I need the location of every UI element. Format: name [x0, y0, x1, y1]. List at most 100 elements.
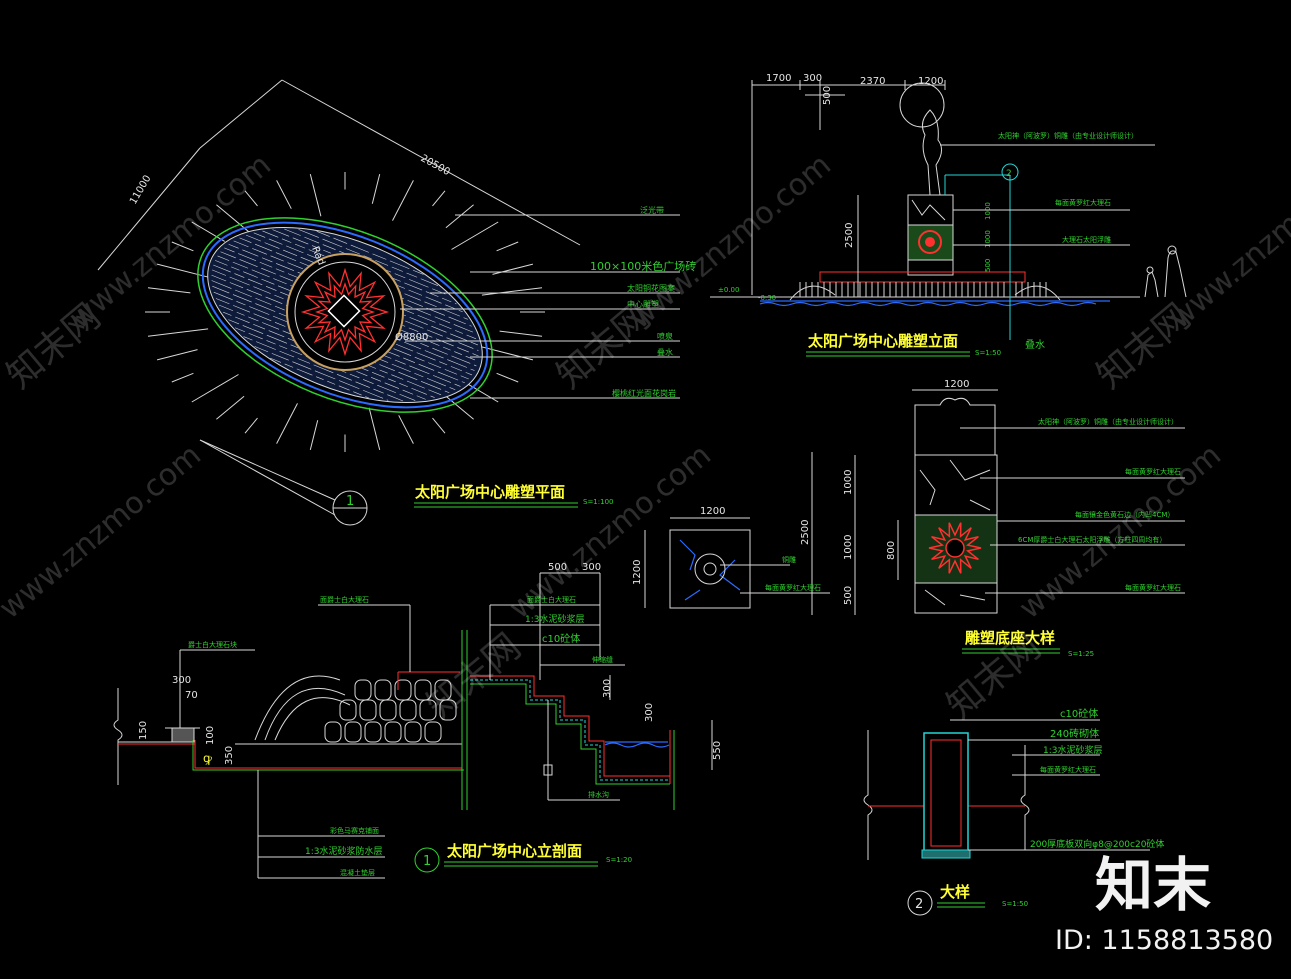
paving-line	[265, 296, 283, 304]
paving-line	[255, 297, 272, 305]
base-callout-3: 每面镶金色黄石边（内凹4CM）	[1075, 510, 1174, 519]
paving-line	[253, 232, 266, 238]
paving-line	[232, 294, 252, 303]
plan-scale: S=1:100	[583, 498, 613, 506]
sun-ray	[156, 263, 215, 280]
paving-line	[440, 307, 460, 317]
paving-line	[391, 363, 411, 373]
paving-line	[434, 316, 451, 324]
paving-line	[308, 249, 325, 257]
paving-line	[445, 304, 456, 310]
paving-line	[428, 389, 442, 396]
sun-ray	[147, 328, 209, 337]
paving-line	[448, 316, 466, 325]
paving-line	[427, 329, 443, 337]
elev-balustrade	[799, 282, 1047, 297]
paving-line	[274, 305, 285, 311]
paving-line	[372, 253, 387, 260]
paving-line	[408, 279, 429, 288]
paving-line	[435, 338, 454, 347]
base-callout-2: 每面黄罗红大理石	[1125, 467, 1181, 476]
section-scale: S=1:20	[606, 856, 632, 864]
section-dim-right-300b: 300	[602, 679, 613, 698]
paving-line	[443, 346, 451, 351]
paving-line	[274, 294, 284, 300]
base-dim-1: 1000	[843, 470, 854, 495]
section-callout-top-3: 面爵士白大理石	[527, 595, 576, 604]
watermark-site-2: www.znzmo.com	[623, 148, 838, 337]
elev-dim-side-2: 1000	[984, 230, 992, 248]
paving-line	[444, 369, 458, 375]
paving-line	[246, 234, 262, 242]
watermark-site-6: www.znzmo.com	[1013, 438, 1228, 627]
paving-line	[243, 271, 258, 278]
paving-line	[444, 390, 450, 394]
paving-line	[399, 383, 408, 388]
paving-line	[281, 238, 292, 243]
paving-line	[248, 332, 263, 340]
paving-line	[370, 377, 382, 382]
stone-block	[339, 699, 357, 721]
paving-line	[213, 291, 233, 301]
paving-line	[234, 273, 245, 278]
paving-line	[266, 334, 288, 344]
paving-line	[251, 269, 270, 278]
elev-index-mark: 2	[1006, 169, 1012, 179]
stone-block	[414, 679, 432, 701]
section-dim-right-550: 550	[712, 741, 723, 760]
elev-dim-1: 1700	[766, 73, 791, 84]
paving-line	[255, 303, 276, 312]
detail-index-circle	[907, 890, 933, 916]
paving-line	[384, 382, 400, 389]
base-callout-1: 太阳神（阿波罗）铜雕（由专业设计师设计）	[1038, 417, 1178, 426]
section-title: 太阳广场中心立剖面	[447, 842, 582, 860]
sun-ray	[309, 173, 322, 217]
paving-line	[420, 278, 439, 286]
section-view: 300 70 150 100 350 爵士白大理石块 ꝙ 500 300	[113, 562, 723, 879]
paving-line	[333, 237, 348, 244]
paving-line	[420, 342, 429, 347]
elev-dim-3: 2370	[860, 76, 885, 87]
paving-line	[405, 320, 424, 329]
paving-line	[418, 363, 435, 371]
paving-line	[248, 316, 259, 322]
paving-line	[371, 372, 385, 378]
elev-pedestal-top	[907, 194, 954, 226]
paving-line	[211, 280, 232, 289]
section-callout-bottom-2: 1:3水泥砂浆防水层	[305, 845, 383, 857]
elev-callout-2: 每面黄罗红大理石	[1055, 198, 1111, 207]
watermark-brand-2: 知末网	[549, 296, 658, 397]
plan-callout-5: 喷泉	[657, 331, 673, 341]
sun-ray	[475, 344, 534, 361]
paving-line	[338, 380, 360, 390]
wall-detail-view: c10砼体 240砖砌体 1:3水泥砂浆层 每面黄罗红大理石 200厚底板双向φ…	[863, 707, 1164, 916]
paving-line	[262, 230, 279, 238]
paving-line	[356, 371, 368, 377]
plan-water-edge	[201, 221, 489, 409]
paving-line	[219, 304, 234, 312]
paving-line	[470, 368, 475, 371]
paving-line	[315, 376, 324, 380]
paving-line	[265, 286, 277, 291]
paving-line	[379, 369, 388, 374]
paving-line	[294, 243, 306, 249]
paving-line	[415, 335, 427, 341]
section-stone-stack	[324, 679, 457, 743]
plan-callouts: 泛光带 100×100米色广场砖 太阳铜花图案 中心雕塑 喷泉 叠水 樱桃红光面…	[400, 205, 696, 399]
paving-line	[449, 387, 456, 391]
detail-wall-core	[930, 739, 962, 847]
paving-line	[298, 229, 319, 238]
section-dim-right-500: 500	[548, 562, 567, 573]
paving-line	[465, 372, 473, 376]
plan-dim-line-long	[281, 79, 581, 246]
paving-line	[274, 322, 286, 327]
sun-ray	[465, 382, 499, 403]
section-dim-300: 300	[172, 675, 191, 686]
sun-ray	[368, 407, 381, 451]
paving-line	[386, 399, 389, 401]
small-plan-square	[669, 529, 751, 609]
paving-line	[394, 359, 406, 365]
plan-callout-6: 叠水	[657, 347, 673, 357]
paving-line	[233, 240, 249, 248]
paving-line	[408, 289, 423, 296]
